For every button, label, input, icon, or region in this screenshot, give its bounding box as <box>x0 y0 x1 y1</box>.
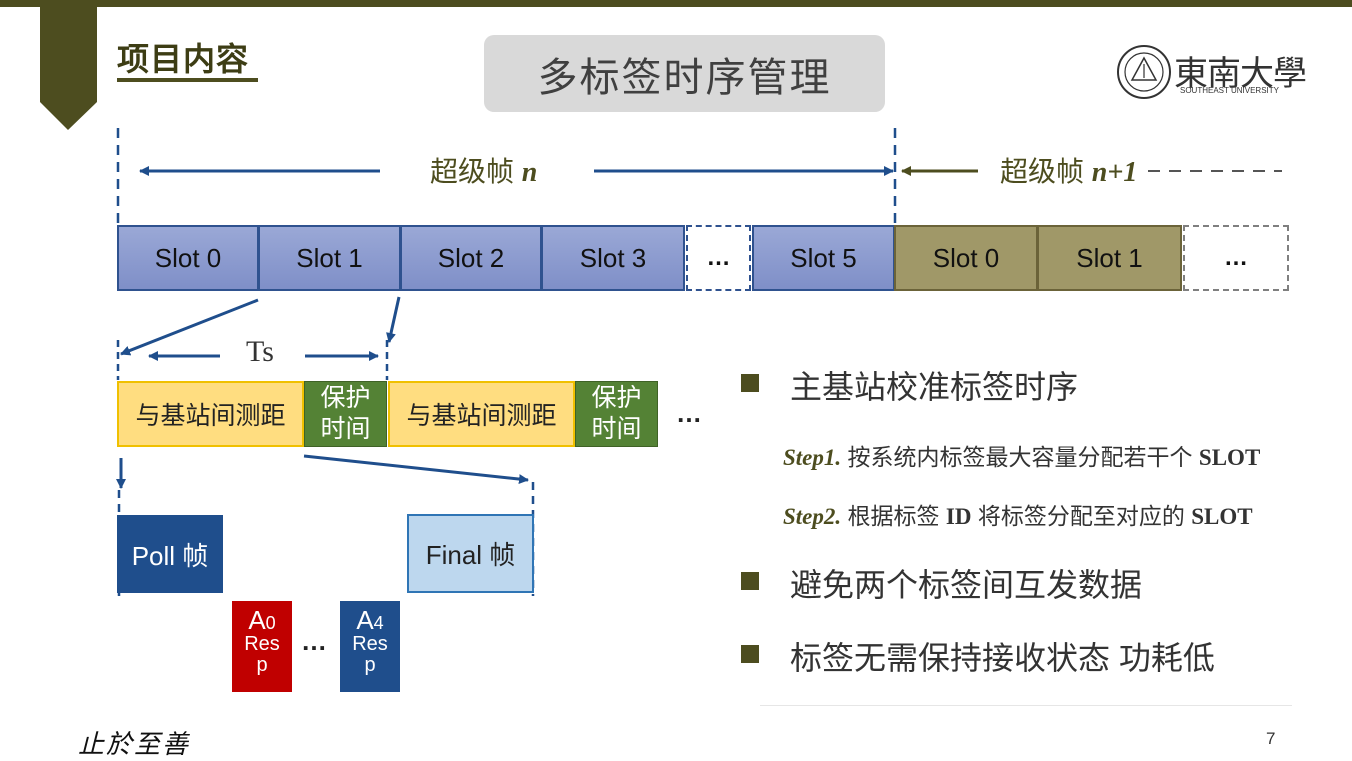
slot-n-2: Slot 2 <box>400 225 542 291</box>
resp-a4-line3: p <box>364 654 376 677</box>
bullet-square-icon <box>741 572 759 590</box>
ranging-segment-2: 与基站间测距 <box>388 381 575 447</box>
superframe-n-text: 超级帧 <box>430 156 515 187</box>
slot-n1-ellipsis: … <box>1183 225 1289 291</box>
section-title-underline <box>117 78 258 82</box>
step-1-slot: SLOT <box>1198 445 1261 470</box>
resp-ellipsis: … <box>301 626 327 656</box>
slot-n-3: Slot 3 <box>541 225 685 291</box>
superframe-n-var: n <box>521 157 538 188</box>
resp-a4-line2: Res <box>352 633 388 656</box>
top-bar <box>0 0 1352 7</box>
step-1-label: Step1. <box>783 445 842 470</box>
resp-a0-line3: p <box>256 654 268 677</box>
slide-title: 多标签时序管理 <box>484 35 885 112</box>
resp-a0-line2: Res <box>244 633 280 656</box>
guard-time-segment-1: 保护 时间 <box>304 381 387 447</box>
slot-n-5: Slot 5 <box>752 225 895 291</box>
ranging-segment-1: 与基站间测距 <box>117 381 304 447</box>
step-2: Step2. 根据标签 ID 将标签分配至对应的 SLOT <box>783 497 1253 531</box>
slot-n-1: Slot 1 <box>258 225 401 291</box>
university-seal-icon <box>1117 45 1171 99</box>
superframe-n1-text: 超级帧 <box>1000 156 1085 187</box>
logo-chinese-name: 東南大學 <box>1174 54 1307 94</box>
step-2-text-b: 将标签分配至对应的 <box>971 503 1192 529</box>
bullet-square-icon <box>741 374 759 392</box>
step-1-text: 按系统内标签最大容量分配若干个 <box>841 444 1199 470</box>
slot-n1-0: Slot 0 <box>894 225 1038 291</box>
ts-label: Ts <box>246 335 274 368</box>
footer-divider <box>760 705 1292 706</box>
logo-english-name: SOUTHEAST UNIVERSITY <box>1180 86 1279 95</box>
page-number: 7 <box>1266 729 1276 748</box>
bullet-2: 避免两个标签间互发数据 <box>790 567 1143 603</box>
final-frame: Final 帧 <box>407 514 534 593</box>
guard-time-segment-2: 保护 时间 <box>575 381 658 447</box>
bullet-3: 标签无需保持接收状态 功耗低 <box>790 640 1215 676</box>
slot-n-0: Slot 0 <box>117 225 259 291</box>
footer-motto: 止於至善 <box>78 730 191 760</box>
slot-n-ellipsis: … <box>686 225 751 291</box>
section-title: 项目内容 <box>117 41 250 77</box>
poll-frame: Poll 帧 <box>117 515 223 593</box>
segment-ellipsis: … <box>676 398 702 428</box>
superframe-n1-label: 超级帧 n+1 <box>1000 150 1137 190</box>
step-2-id: ID <box>945 504 972 529</box>
bullet-1: 主基站校准标签时序 <box>790 369 1079 405</box>
resp-frame-a4: A4 Res p <box>340 601 400 692</box>
section-tab-marker <box>40 7 97 130</box>
bullet-square-icon <box>741 645 759 663</box>
slot-n1-1: Slot 1 <box>1037 225 1182 291</box>
step-1: Step1. 按系统内标签最大容量分配若干个 SLOT <box>783 438 1260 472</box>
step-2-text-a: 根据标签 <box>841 503 946 529</box>
resp-a4-anchor: A4 <box>356 605 384 635</box>
resp-frame-a0: A0 Res p <box>232 601 292 692</box>
superframe-n-label: 超级帧 n <box>430 150 537 190</box>
step-2-label: Step2. <box>783 504 842 529</box>
step-2-slot: SLOT <box>1191 504 1253 529</box>
resp-a0-anchor: A0 <box>248 605 276 635</box>
superframe-n1-var: n+1 <box>1091 157 1138 188</box>
